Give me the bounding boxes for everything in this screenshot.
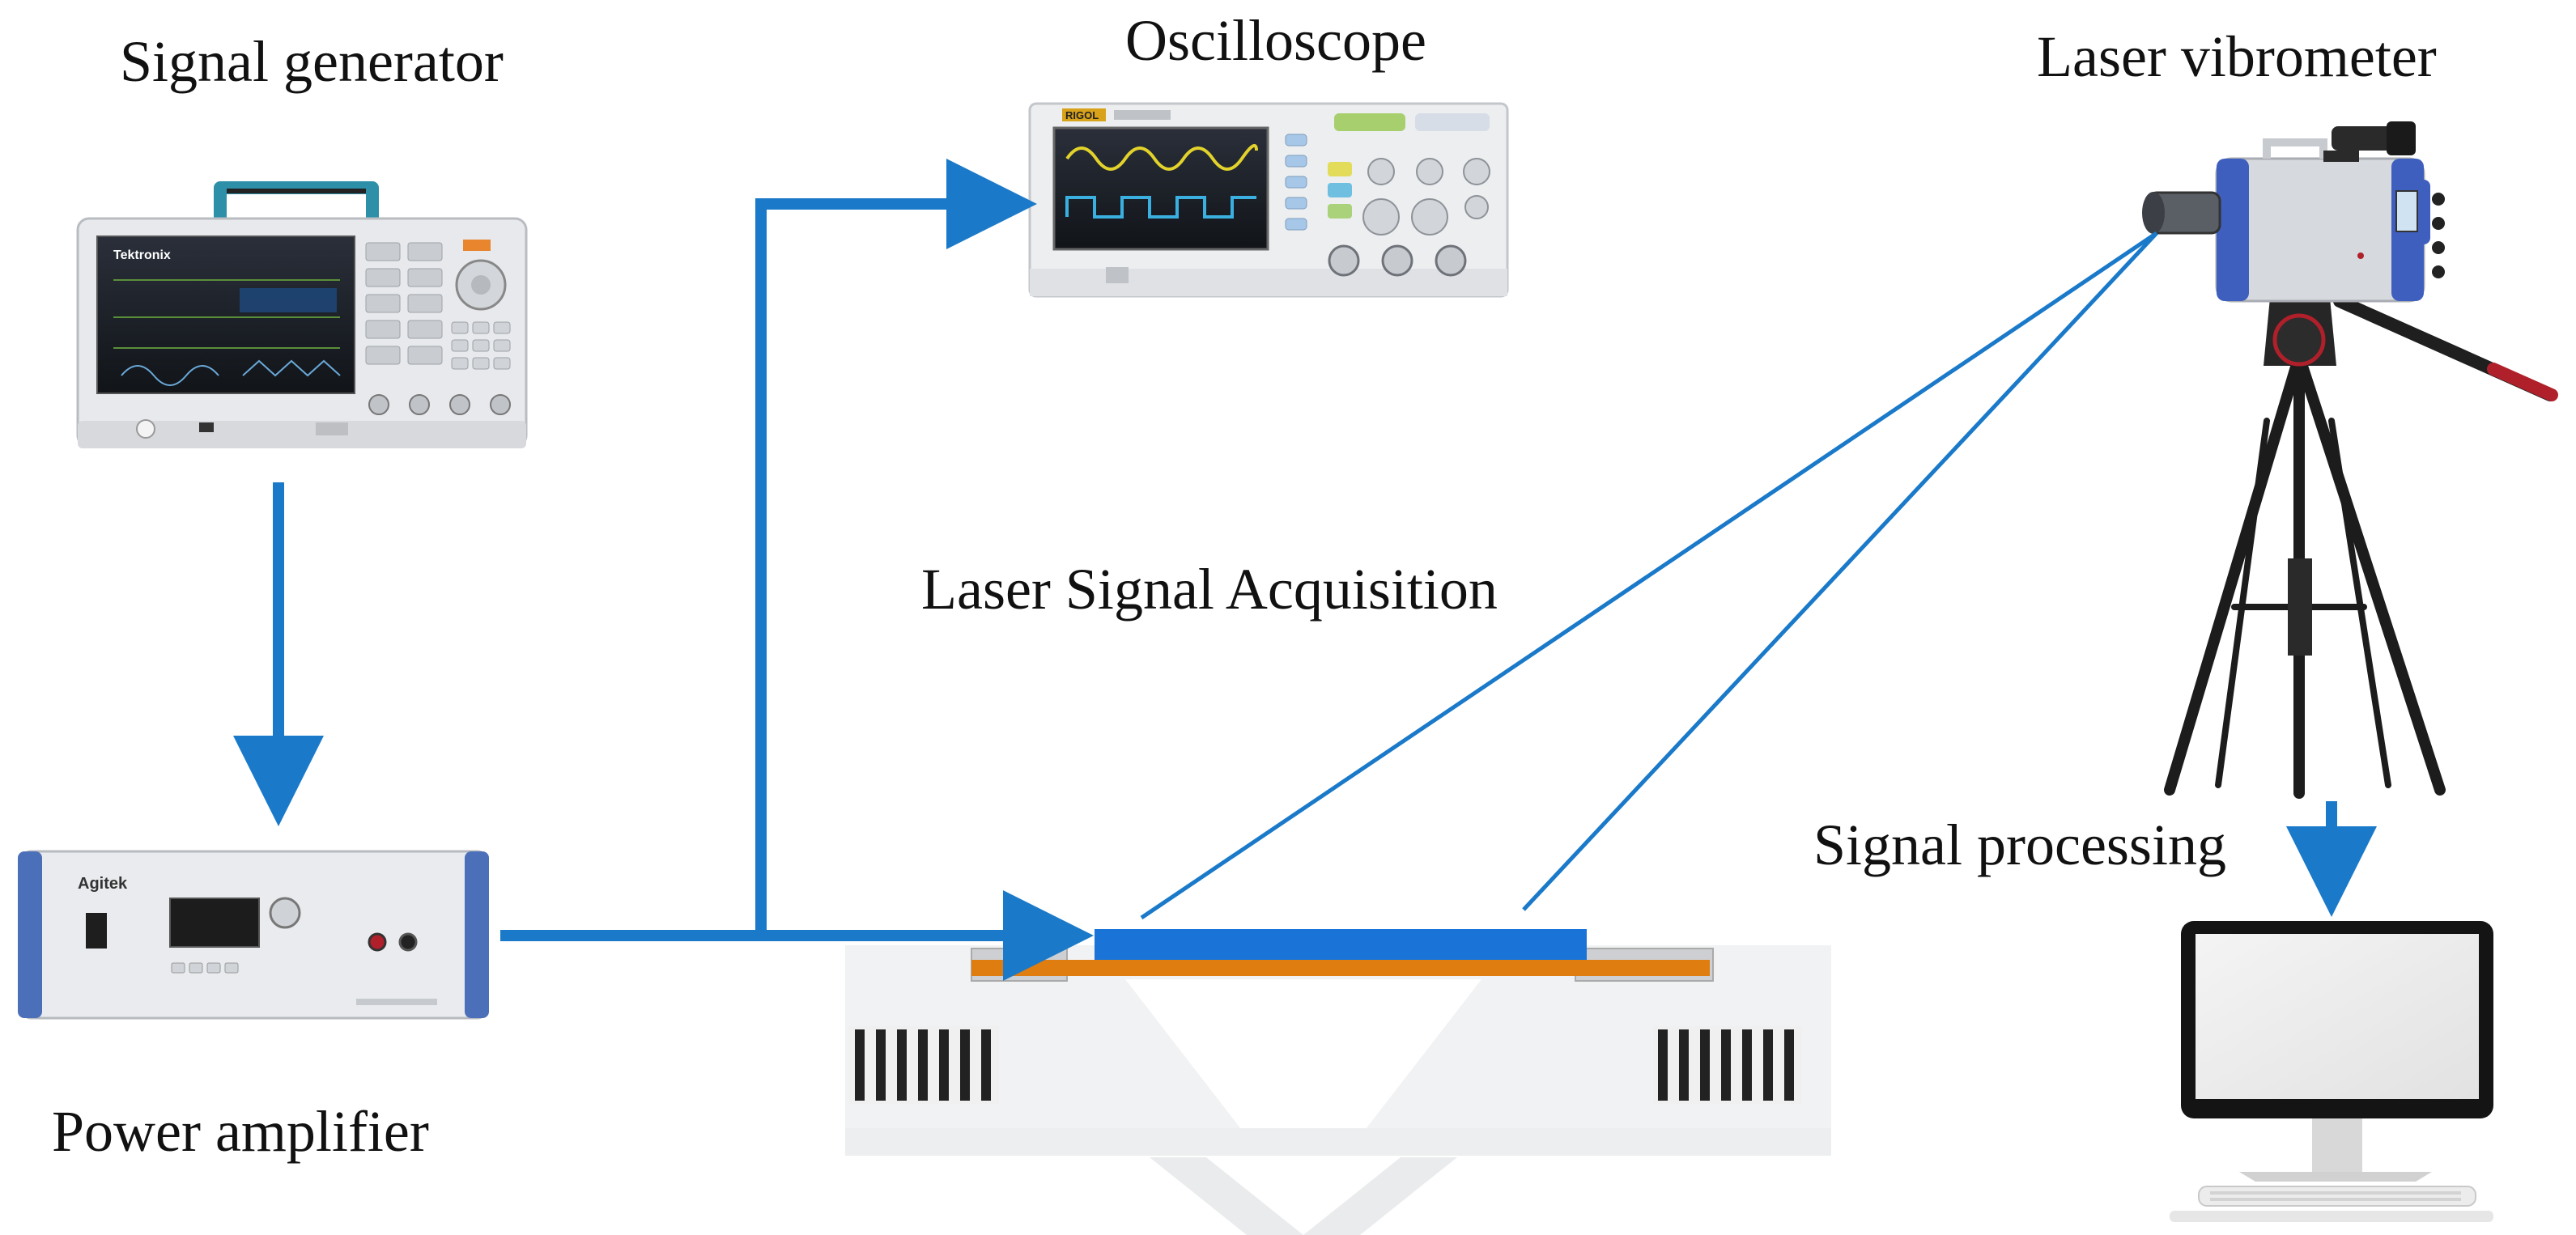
laser-signal-acquisition-label: Laser Signal Acquisition	[921, 557, 1498, 622]
laser-beams	[1140, 231, 2158, 920]
oscilloscope-label: Oscilloscope	[1125, 8, 1426, 73]
laser-vibrometer-icon	[2142, 121, 2558, 799]
svg-text:RIGOL: RIGOL	[1065, 109, 1099, 121]
signal-generator-label: Signal generator	[120, 29, 504, 94]
laser-vibrometer-label: Laser vibrometer	[2037, 24, 2437, 89]
signal-arrows	[233, 159, 2377, 981]
arrow-to-oscilloscope	[755, 159, 1037, 936]
test-fixture-icon	[845, 929, 1831, 1235]
function-generator-icon: Tektronix	[76, 181, 528, 448]
power-amplifier-label: Power amplifier	[52, 1099, 429, 1164]
svg-text:Agitek: Agitek	[78, 875, 128, 893]
signal-processing-label: Signal processing	[1813, 813, 2226, 877]
oscilloscope-icon: RIGOL	[1028, 102, 1509, 298]
computer-monitor-icon	[2170, 921, 2493, 1222]
svg-text:Tektronix: Tektronix	[113, 248, 171, 262]
power-amplifier-icon: Agitek	[18, 850, 489, 1020]
